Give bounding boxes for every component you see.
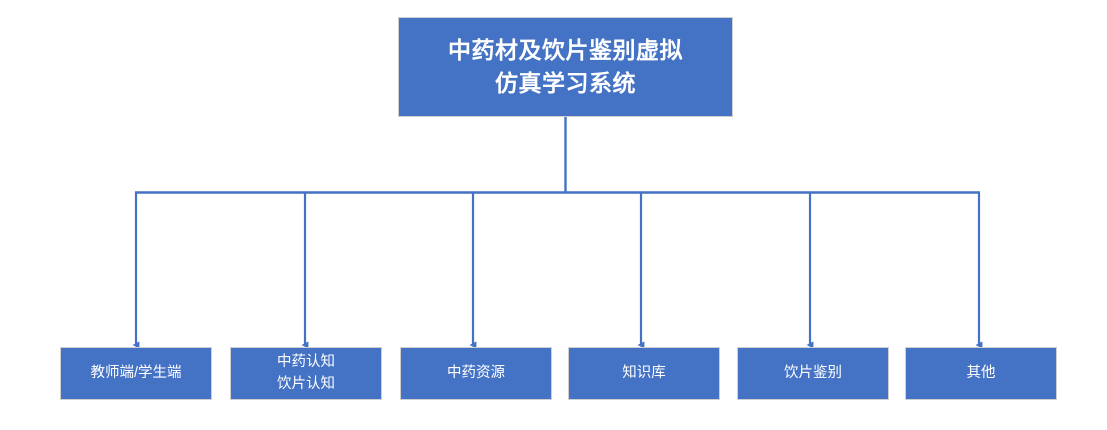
child-node-label: 其他 — [966, 364, 996, 381]
root-node-label: 中药材及饮片鉴别虚拟 仿真学习系统 — [448, 36, 683, 96]
child-node-slice-identification[interactable]: 饮片鉴别 — [737, 347, 889, 400]
child-node-other[interactable]: 其他 — [905, 347, 1057, 400]
child-node-label: 中药认知 饮片认知 — [277, 354, 335, 392]
child-node-herb-resources[interactable]: 中药资源 — [400, 347, 552, 400]
root-node-system-title[interactable]: 中药材及饮片鉴别虚拟 仿真学习系统 — [398, 17, 733, 117]
child-node-teacher-student[interactable]: 教师端/学生端 — [60, 347, 212, 400]
child-node-herb-and-slice-cognition[interactable]: 中药认知 饮片认知 — [230, 347, 382, 400]
child-node-knowledge-base[interactable]: 知识库 — [568, 347, 720, 400]
child-node-label: 教师端/学生端 — [90, 364, 182, 381]
child-node-label: 知识库 — [622, 364, 666, 381]
child-node-label: 饮片鉴别 — [784, 364, 842, 381]
child-node-label: 中药资源 — [447, 364, 505, 381]
